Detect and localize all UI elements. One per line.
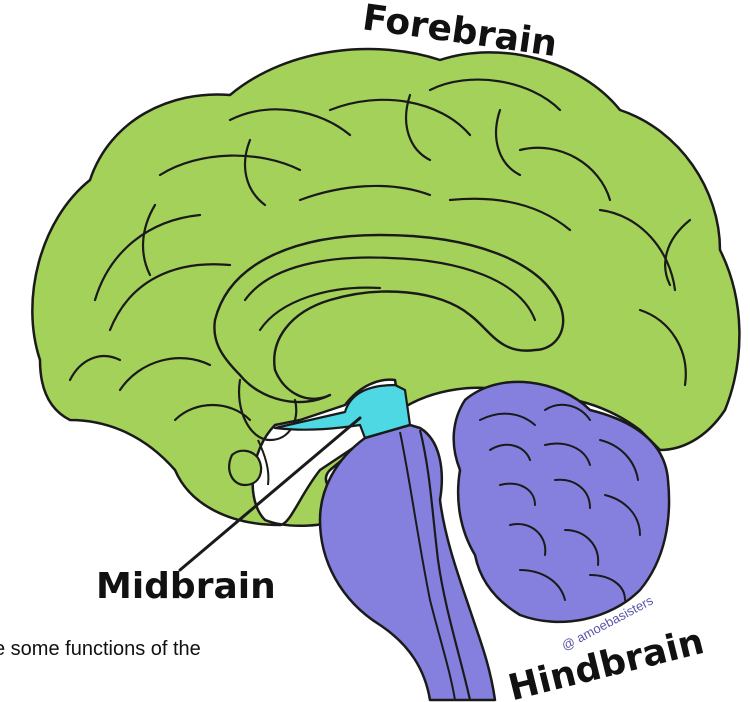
caption-text: e some functions of the <box>0 638 201 661</box>
hindbrain-label: Hindbrain <box>504 621 708 702</box>
midbrain-label: Midbrain <box>96 566 276 607</box>
